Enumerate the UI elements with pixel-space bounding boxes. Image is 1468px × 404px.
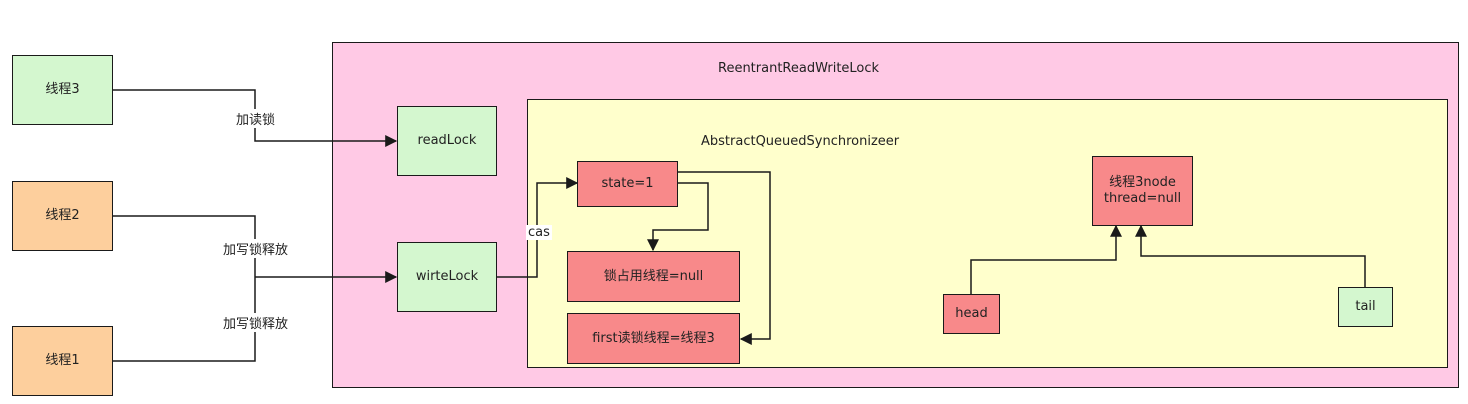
- read-lock-box: readLock: [397, 106, 497, 176]
- first-reader-box: first读锁线程=线程3: [567, 313, 740, 364]
- rrwl-title: ReentrantReadWriteLock: [718, 61, 880, 76]
- thread1-box: 线程1: [12, 326, 113, 396]
- tail-box: tail: [1338, 287, 1393, 327]
- head-box: head: [943, 294, 1000, 334]
- state-box: state=1: [577, 161, 678, 207]
- label-write-release-2: 加写锁释放: [221, 313, 291, 332]
- owner-thread-box: 锁占用线程=null: [567, 251, 740, 302]
- label-read-lock: 加读锁: [234, 109, 278, 128]
- label-cas: cas: [526, 225, 552, 240]
- label-write-release-1: 加写锁释放: [221, 239, 291, 258]
- write-lock-box: wirteLock: [397, 242, 497, 312]
- thread3-node-box: 线程3node thread=null: [1092, 156, 1193, 226]
- thread3-box: 线程3: [12, 55, 113, 125]
- aqs-title: AbstractQueuedSynchronizeer: [701, 134, 900, 149]
- thread2-box: 线程2: [12, 181, 113, 251]
